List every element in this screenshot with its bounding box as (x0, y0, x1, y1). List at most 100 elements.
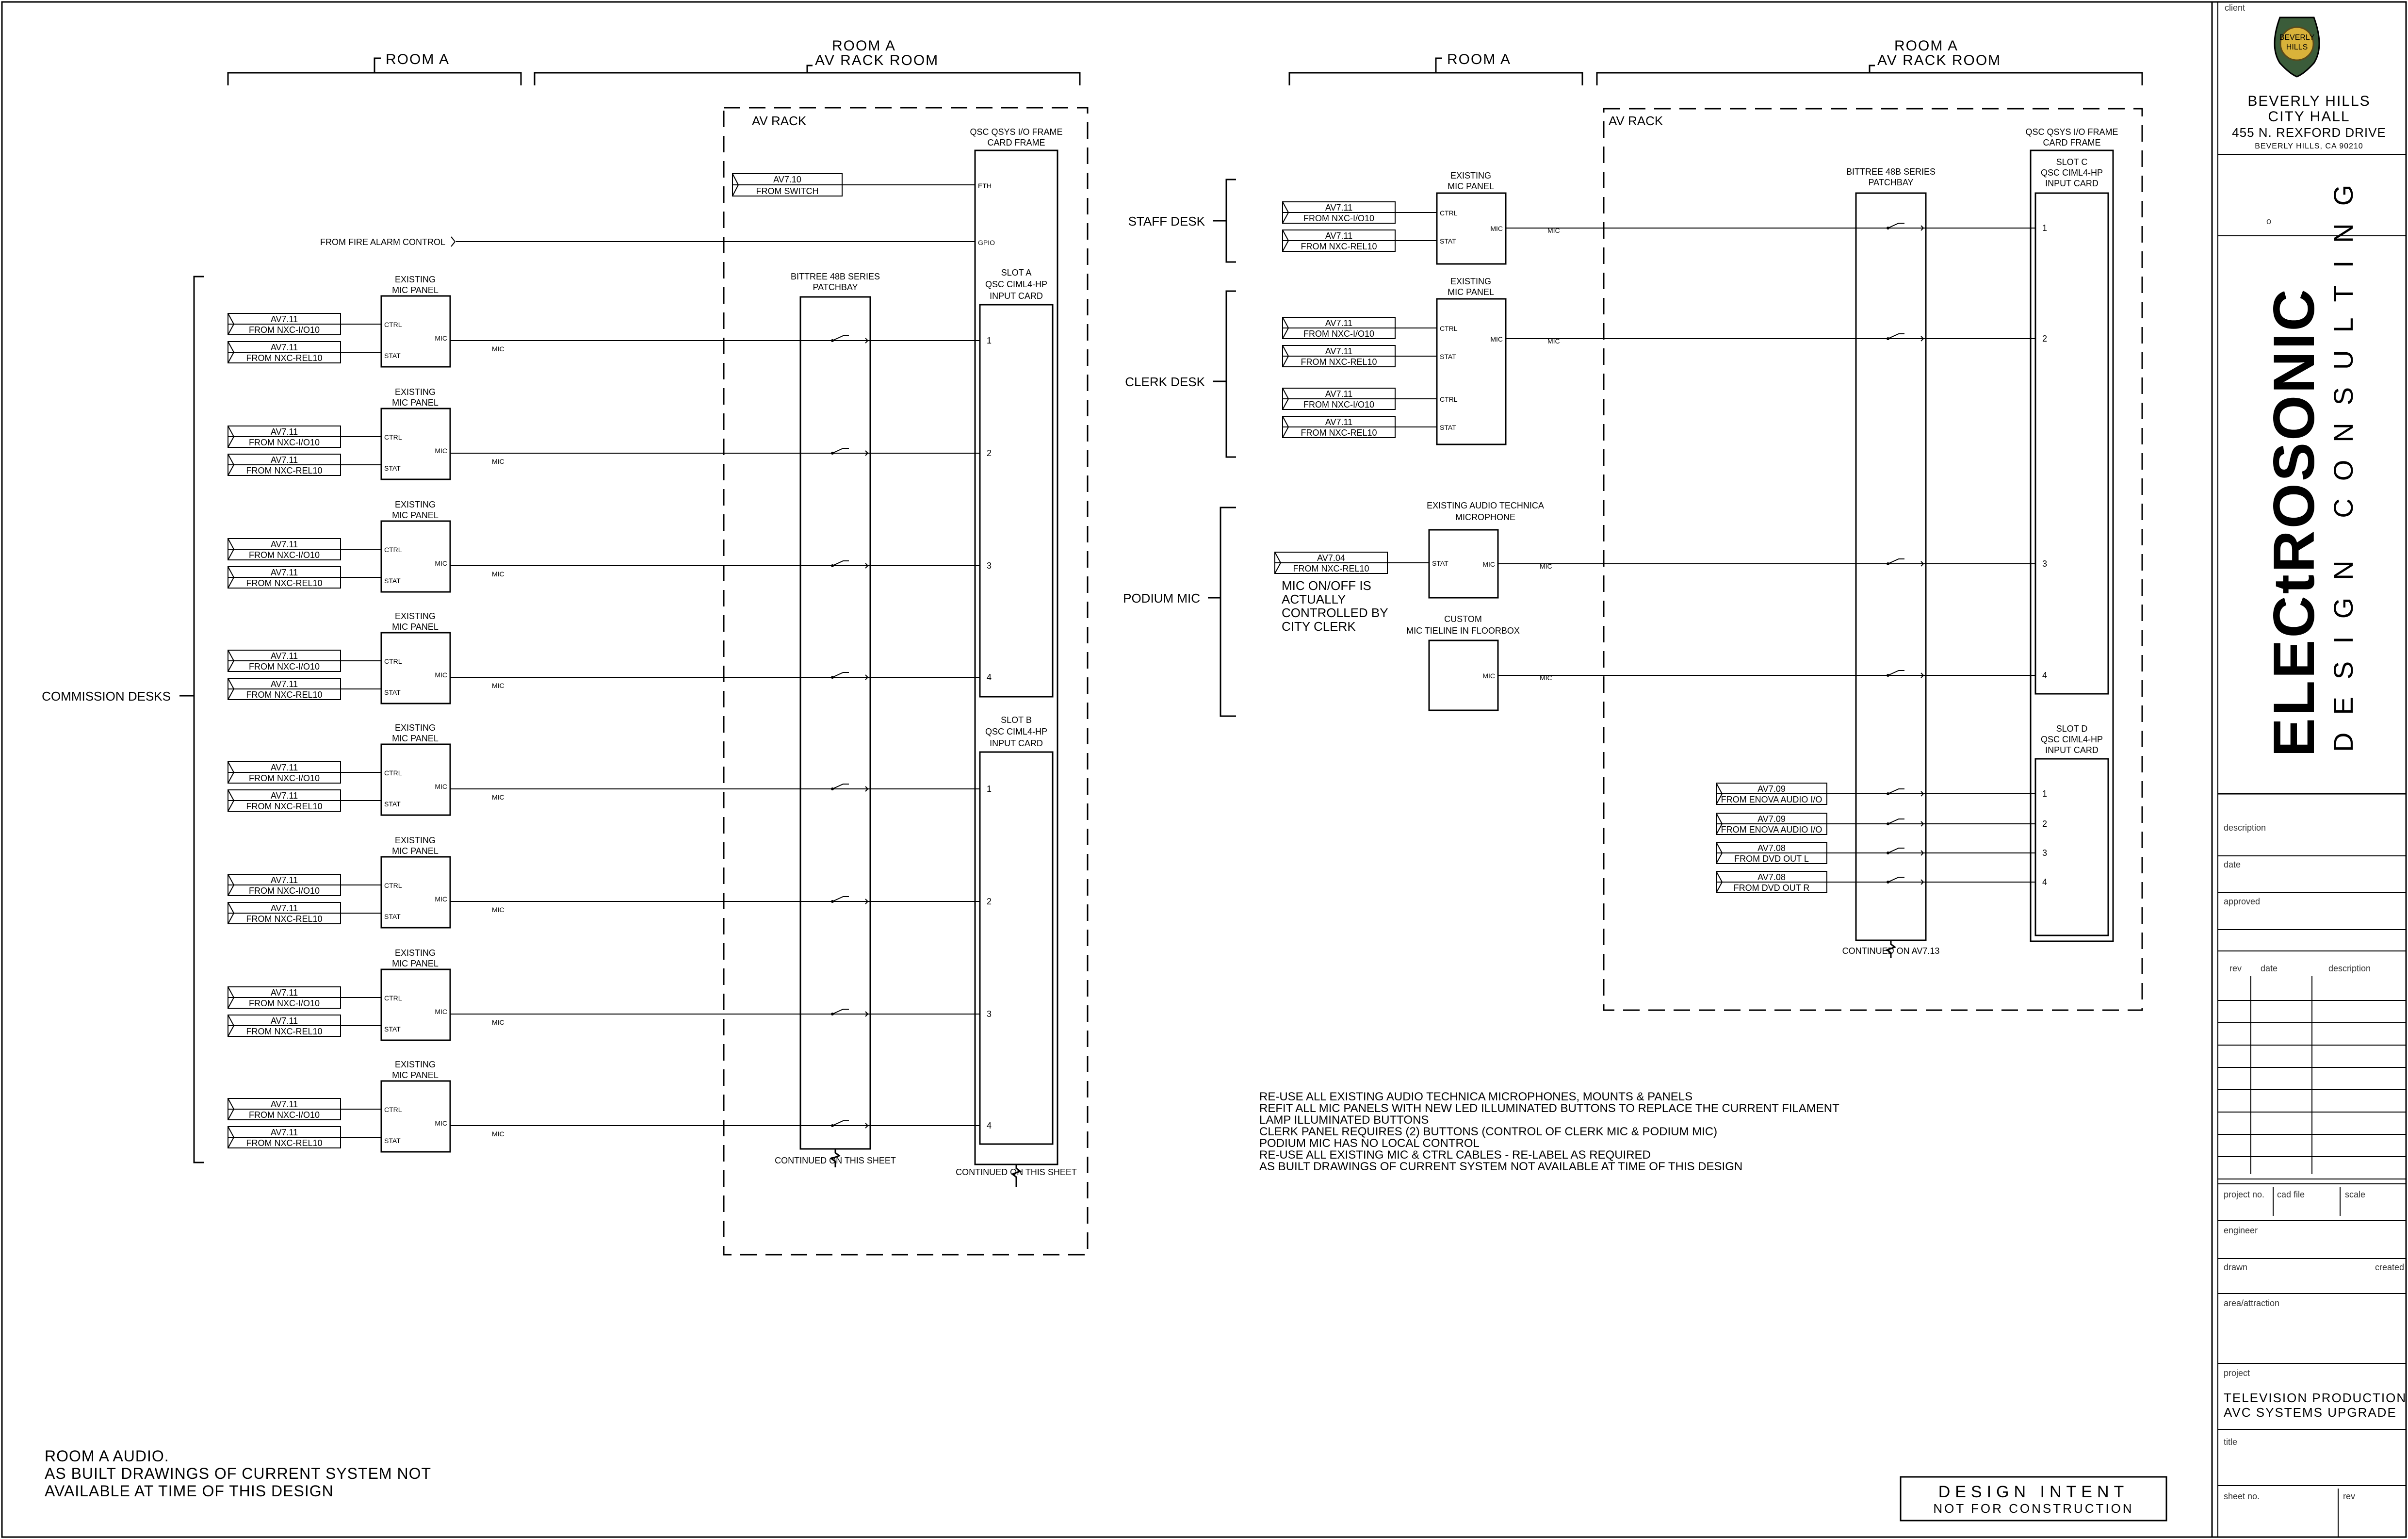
cable-number: AV7.11 (1325, 389, 1352, 399)
card-input-port: 2 (2042, 819, 2047, 829)
cable-number: AV7.11 (1325, 318, 1352, 328)
svg-text:engineer: engineer (2224, 1226, 2258, 1235)
cable-number: AV7.11 (271, 1128, 298, 1137)
cable-source: FROM NXC-REL10 (246, 578, 322, 588)
design-notes: RE-USE ALL EXISTING AUDIO TECHNICA MICRO… (1259, 1090, 1839, 1173)
svg-text:BITTREE 48B SERIES: BITTREE 48B SERIES (791, 272, 880, 281)
svg-text:SLOT D: SLOT D (2056, 724, 2088, 734)
staff-desk-bracket: STAFF DESK (1128, 179, 1236, 263)
cable-number: AV7.08 (1757, 872, 1786, 882)
ctrl-port: CTRL (384, 546, 402, 554)
svg-text:FROM SWITCH: FROM SWITCH (756, 186, 819, 196)
stat-port: STAT (1440, 237, 1456, 245)
cable-number: AV7.11 (271, 1099, 298, 1109)
left-slot-a: SLOT A QSC CIML4-HP INPUT CARD (979, 268, 1054, 698)
svg-text:ELECtROSONIC: ELECtROSONIC (2262, 287, 2327, 757)
svg-text:SLOT B: SLOT B (1001, 715, 1032, 725)
svg-text:ACTUALLY: ACTUALLY (1282, 592, 1346, 606)
card-input-port: 4 (987, 1121, 992, 1130)
ctrl-port: CTRL (384, 433, 402, 441)
mic-port: MIC (435, 447, 447, 455)
svg-text:MICROPHONE: MICROPHONE (1455, 512, 1515, 522)
left-fire-alarm-feed: FROM FIRE ALARM CONTROL GPIO (320, 236, 995, 247)
cable-source: FROM NXC-I/O10 (249, 438, 320, 447)
stat-port: STAT (384, 1137, 401, 1145)
cable-source: FROM NXC-I/O10 (1303, 329, 1374, 339)
cable-number: AV7.08 (1757, 843, 1786, 853)
svg-text:DESIGN CONSULTING: DESIGN CONSULTING (2328, 167, 2359, 752)
cable-number: AV7.11 (271, 763, 298, 772)
mic-panel (1436, 192, 1507, 265)
svg-text:COMMISSION DESKS: COMMISSION DESKS (42, 689, 171, 704)
svg-text:AV RACK ROOM: AV RACK ROOM (815, 52, 939, 68)
svg-text:project: project (2224, 1368, 2250, 1378)
panel-title: EXISTING (395, 723, 436, 733)
mic-port: MIC (1490, 335, 1503, 343)
ctrl-port: CTRL (384, 321, 402, 328)
cable-source: FROM NXC-I/O10 (249, 325, 320, 335)
cable-number: AV7.11 (271, 791, 298, 801)
cable-source: FROM ENOVA AUDIO I/O (1721, 825, 1822, 835)
svg-text:cad file: cad file (2277, 1190, 2305, 1199)
cable-source: FROM NXC-I/O10 (1303, 213, 1374, 223)
cable-source: FROM NXC-REL10 (246, 466, 322, 475)
clerk-desk-bracket: CLERK DESK (1125, 290, 1236, 458)
svg-text:AV7.10: AV7.10 (773, 175, 801, 184)
cable-number: AV7.11 (1325, 231, 1352, 241)
cable-number: AV7.04 (1317, 553, 1345, 563)
svg-text:QSC CIML4-HP: QSC CIML4-HP (985, 279, 1047, 289)
ctrl-port: CTRL (1440, 325, 1458, 332)
panel-title: MIC PANEL (392, 959, 439, 968)
header-av-rack-room-right: ROOM A AV RACK ROOM (1596, 38, 2143, 85)
svg-text:CLERK DESK: CLERK DESK (1125, 375, 1205, 389)
mic-port: MIC (1490, 225, 1503, 232)
mic-panel (1436, 298, 1507, 445)
svg-text:CARD FRAME: CARD FRAME (987, 138, 1045, 147)
mic-label: MIC (492, 906, 504, 914)
panel-title: MIC PANEL (392, 1070, 439, 1080)
cable-source: FROM NXC-I/O10 (249, 886, 320, 896)
card-input-port: 4 (2042, 877, 2047, 887)
panel-title: EXISTING (395, 1060, 436, 1069)
cable-source: FROM NXC-REL10 (246, 353, 322, 363)
svg-text:INPUT CARD: INPUT CARD (990, 738, 1043, 748)
stat-port: STAT (1440, 424, 1456, 431)
left-patchbay: BITTREE 48B SERIES PATCHBAY CONTINUED ON… (775, 272, 896, 1167)
cable-source: FROM NXC-REL10 (246, 1138, 322, 1148)
cable-number: AV7.11 (271, 568, 298, 577)
panel-title: MIC PANEL (392, 510, 439, 520)
right-io-frame: QSC QSYS I/O FRAME CARD FRAME (2025, 127, 2118, 942)
svg-text:QSC CIML4-HP: QSC CIML4-HP (2041, 735, 2103, 744)
svg-text:sheet no.: sheet no. (2224, 1491, 2260, 1501)
svg-text:HILLS: HILLS (2286, 43, 2308, 51)
svg-text:AV RACK: AV RACK (1609, 114, 1663, 128)
left-eth-feed: AV7.10 FROM SWITCH ETH (732, 173, 992, 196)
panel-title: EXISTING (395, 948, 436, 958)
left-io-frame: QSC QSYS I/O FRAME CARD FRAME CONTINUED … (956, 127, 1077, 1187)
svg-text:ROOM A: ROOM A (1894, 38, 1958, 54)
cable-source: FROM NXC-REL10 (246, 1027, 322, 1036)
svg-text:AVAILABLE AT TIME OF THIS DESI: AVAILABLE AT TIME OF THIS DESIGN (45, 1482, 334, 1500)
electrosonic-logo: ELECtROSONIC DESIGN CONSULTING (2262, 167, 2359, 757)
mic-label: MIC (492, 345, 504, 353)
svg-text:INPUT CARD: INPUT CARD (2045, 179, 2099, 188)
svg-text:INPUT CARD: INPUT CARD (2045, 745, 2099, 755)
cable-source: FROM NXC-REL10 (1301, 242, 1377, 251)
panel-title: EXISTING (1450, 171, 1491, 180)
